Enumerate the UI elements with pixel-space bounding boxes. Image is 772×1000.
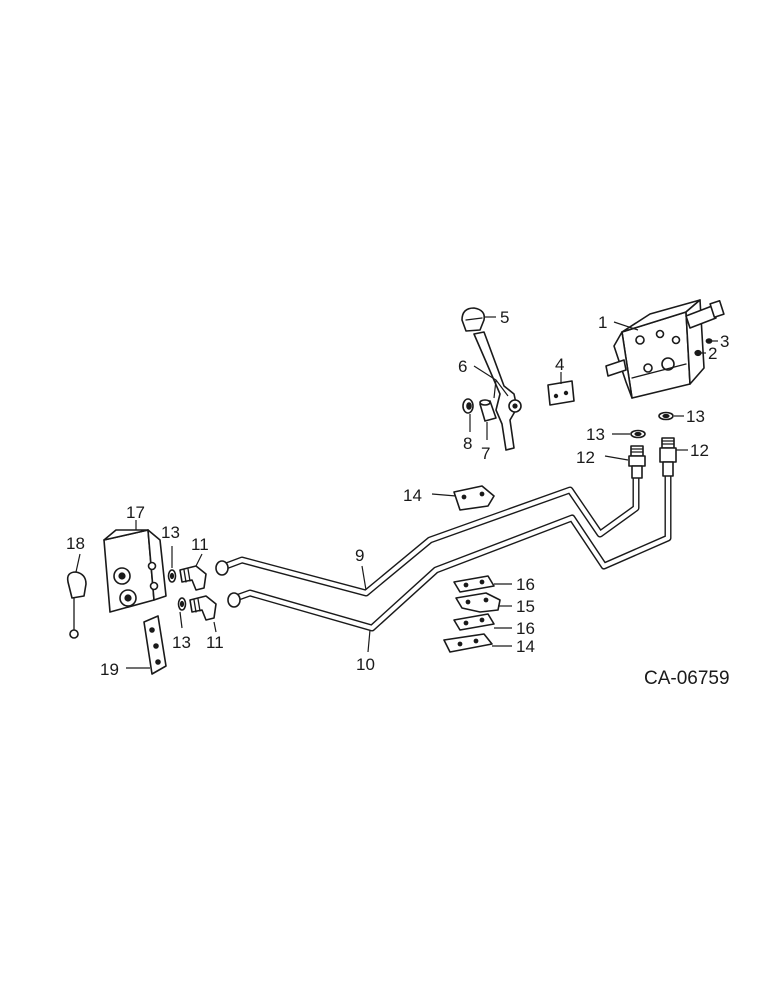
callout-17: 17 [126,503,145,522]
drawing-code: CA-06759 [644,668,730,689]
callout-12-right: 12 [690,441,709,460]
knob-part-5 [461,307,486,332]
clamp-plate-14-lower [443,633,493,653]
dust-cap-part-18 [66,571,87,639]
tube-9 [222,474,640,597]
callout-14-top: 14 [403,486,422,505]
callout-10: 10 [356,655,375,674]
callout-9: 9 [355,546,364,565]
o-ring-13-right-valve [658,411,674,421]
clamp-plate-14-top [453,485,495,511]
bracket-part-19 [143,615,167,675]
callout-6: 6 [458,357,467,376]
plate-part-4 [547,380,575,406]
callout-15: 15 [516,597,535,616]
pin-part-3 [705,338,713,344]
callout-8: 8 [463,434,472,453]
control-lever-part-6 [473,331,522,451]
callout-13-coupler-upper: 13 [161,523,180,542]
tube-10 [232,472,672,632]
callout-3: 3 [720,332,729,351]
clamp-plate-15 [455,592,501,613]
callout-13-valve-right: 13 [686,407,705,426]
callout-16-upper: 16 [516,575,535,594]
clamp-plate-16-upper [453,575,495,593]
callout-12-left: 12 [576,448,595,467]
callout-11-lower: 11 [206,633,224,652]
callout-16-lower: 16 [516,619,535,638]
callout-4: 4 [555,355,564,374]
callout-18: 18 [66,534,85,553]
o-ring-13-lower-coupler [177,597,187,611]
callout-19: 19 [100,660,119,679]
elbow-11-upper [179,560,229,591]
callout-1: 1 [598,313,607,332]
o-ring-13-left-valve [630,429,646,439]
callout-5: 5 [500,308,509,327]
bushing-part-7 [479,399,497,422]
adapter-12-left [628,445,646,479]
leader-lines [75,316,718,669]
callout-7: 7 [481,444,490,463]
callout-11-upper: 11 [191,535,209,554]
callout-labels: 1 2 3 4 5 6 7 8 9 10 11 11 12 12 13 13 1… [66,308,729,679]
callout-13-valve-left: 13 [586,425,605,444]
o-ring-13-upper-coupler [167,569,177,583]
callout-13-coupler-lower: 13 [172,633,191,652]
callout-14-bottom: 14 [516,637,535,656]
coupler-block-part-17 [103,529,167,613]
clamp-plate-16-lower [453,613,495,631]
adapter-12-right [659,437,677,477]
washer-part-8 [462,398,474,414]
callout-2: 2 [708,344,717,363]
elbow-11-lower [189,592,241,621]
control-valve [605,299,725,399]
